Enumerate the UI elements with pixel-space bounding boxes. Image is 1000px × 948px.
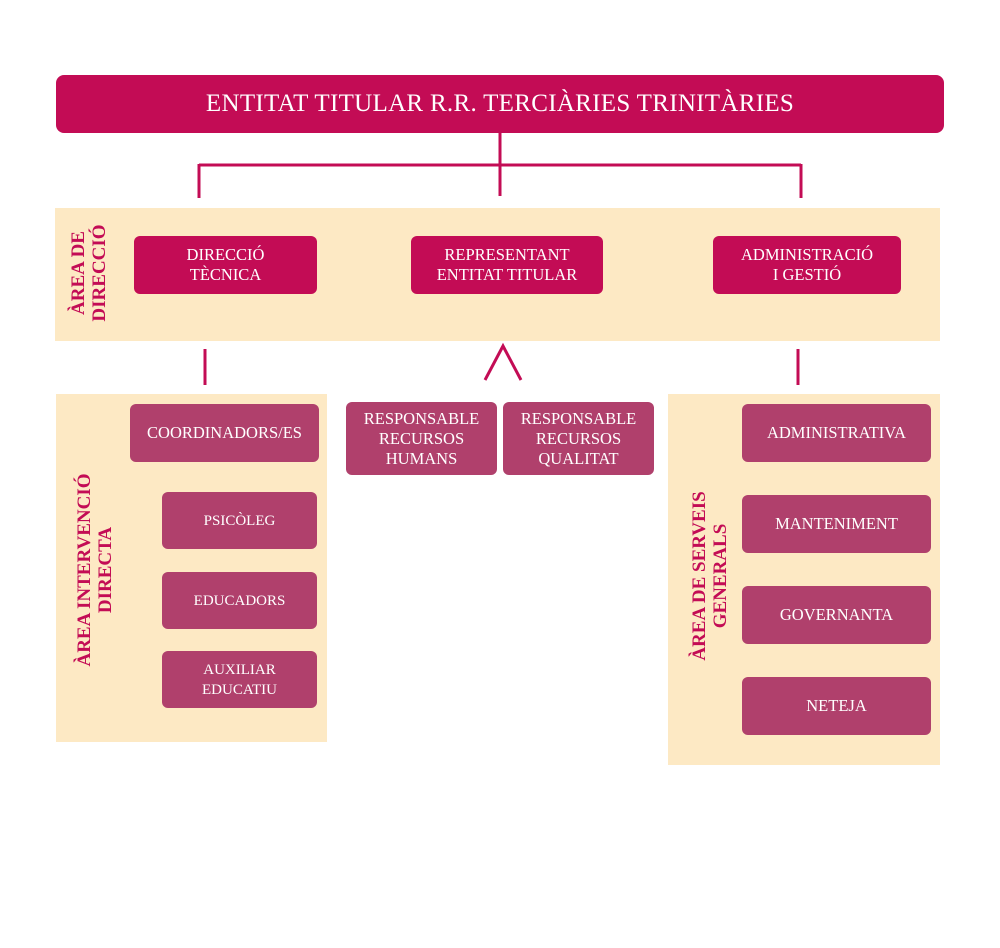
box-neteja: NETEJA	[742, 677, 931, 735]
intervention-area-label: ÀREA INTERVENCIÓ DIRECTA	[74, 473, 116, 667]
box-educadors: EDUCADORS	[162, 572, 317, 629]
box-administracio-gestio: ADMINISTRACIÓ I GESTIÓ	[713, 236, 901, 294]
box-psicoleg: PSICÒLEG	[162, 492, 317, 549]
organization-title: ENTITAT TITULAR R.R. TERCIÀRIES TRINITÀR…	[56, 75, 944, 133]
box-coordinadors: COORDINADORS/ES	[130, 404, 319, 462]
box-responsable-recursos-qualitat: RESPONSABLE RECURSOS QUALITAT	[503, 402, 654, 475]
box-governanta: GOVERNANTA	[742, 586, 931, 644]
box-administrativa: ADMINISTRATIVA	[742, 404, 931, 462]
box-auxiliar-educatiu: AUXILIAR EDUCATIU	[162, 651, 317, 708]
direction-area-label: ÀREA DE DIRECCIÓ	[68, 224, 110, 322]
chevron-connector	[483, 342, 523, 381]
box-responsable-recursos-humans: RESPONSABLE RECURSOS HUMANS	[346, 402, 497, 475]
services-area-label: ÀREA DE SERVEIS GENERALS	[689, 491, 731, 661]
box-manteniment: MANTENIMENT	[742, 495, 931, 553]
box-representant-entitat: REPRESENTANT ENTITAT TITULAR	[411, 236, 603, 294]
box-direccio-tecnica: DIRECCIÓ TÈCNICA	[134, 236, 317, 294]
